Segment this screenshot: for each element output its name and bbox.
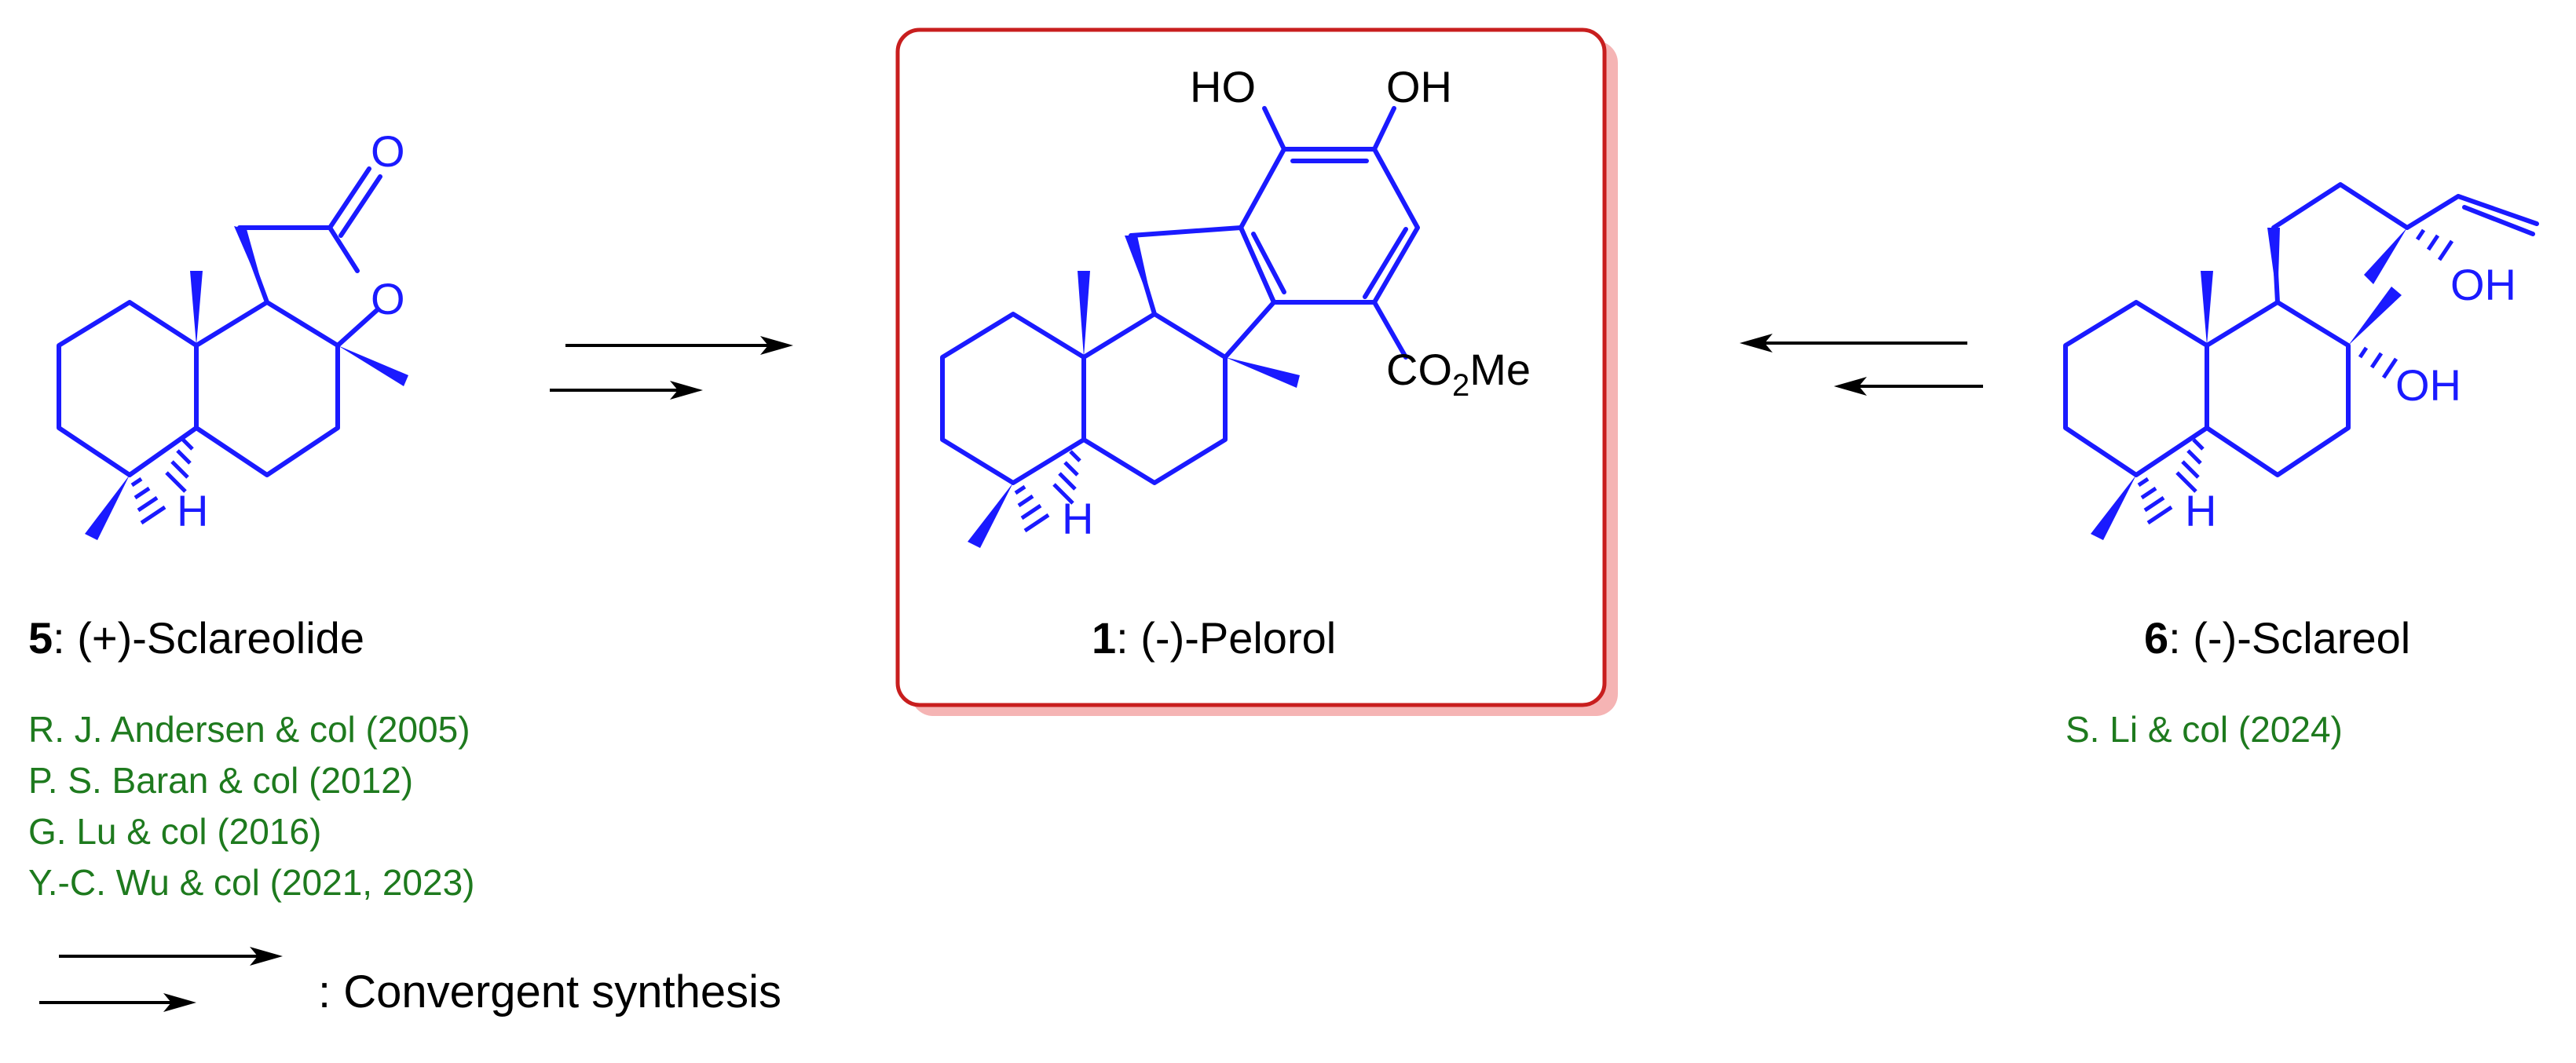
sclareol-ring-a — [2063, 300, 2209, 477]
pelorol-ester-prefix: CO — [1386, 345, 1452, 394]
legend-label: : Convergent synthesis — [318, 966, 781, 1017]
pelorol-ester-suffix: Me — [1469, 345, 1531, 394]
structure-pelorol: HO OH CO2Me H — [940, 62, 1531, 548]
pelorol-atom-ester: CO2Me — [1386, 345, 1531, 403]
sclareol-caption: 6: (-)-Sclareol — [2144, 613, 2410, 663]
pelorol-number: 1 — [1092, 613, 1116, 663]
reference-item: P. S. Baran & col (2012) — [28, 760, 413, 801]
sclareol-hash-bonds — [2137, 228, 2454, 525]
sclareol-name: : (-)-Sclareol — [2168, 613, 2410, 663]
pelorol-hash-bonds — [1014, 450, 1081, 533]
sclareol-atom-oh-top: OH — [2450, 260, 2516, 309]
structure-sclareol: OH OH H — [2063, 182, 2539, 540]
sclareolide-caption: 5: (+)-Sclareolide — [28, 613, 364, 663]
sclareolide-name: : (+)-Sclareolide — [53, 613, 364, 663]
sclareolide-hash-bonds — [130, 438, 194, 525]
pelorol-atom-oh: OH — [1386, 62, 1452, 111]
sclareol-ring-b — [2205, 300, 2351, 477]
sclareol-number: 6 — [2144, 613, 2168, 663]
pelorol-atom-h: H — [1062, 494, 1093, 543]
reference-item: S. Li & col (2024) — [2066, 709, 2343, 750]
pelorol-atom-ho: HO — [1190, 62, 1256, 111]
reference-item: R. J. Andersen & col (2005) — [28, 709, 470, 750]
sclareolide-number: 5 — [28, 613, 53, 663]
sclareol-atom-oh-mid: OH — [2395, 360, 2461, 410]
pelorol-ester-subscript: 2 — [1452, 368, 1469, 403]
structure-sclareolide: O O H — [57, 126, 408, 540]
references-left: R. J. Andersen & col (2005) P. S. Baran … — [28, 709, 475, 903]
pelorol-ring-b — [1081, 312, 1228, 485]
references-right: S. Li & col (2024) — [2066, 709, 2343, 750]
sclareol-atom-h: H — [2185, 486, 2216, 535]
sclareolide-atom-h: H — [177, 486, 208, 535]
sclareolide-atom-o-ring: O — [371, 274, 405, 323]
sclareolide-ring-b — [194, 300, 340, 477]
pelorol-caption: 1: (-)-Pelorol — [1092, 613, 1336, 663]
sclareolide-atom-o-carbonyl: O — [371, 126, 405, 176]
sclareolide-ring-a — [57, 300, 199, 477]
arrows-left-to-center — [550, 336, 793, 400]
sclareolide-lactone — [237, 225, 360, 305]
arrows-right-to-center — [1740, 334, 1983, 396]
reference-item: G. Lu & col (2016) — [28, 811, 321, 852]
pelorol-name: : (-)-Pelorol — [1116, 613, 1336, 663]
legend: : Convergent synthesis — [39, 947, 781, 1017]
reference-item: Y.-C. Wu & col (2021, 2023) — [28, 862, 475, 903]
